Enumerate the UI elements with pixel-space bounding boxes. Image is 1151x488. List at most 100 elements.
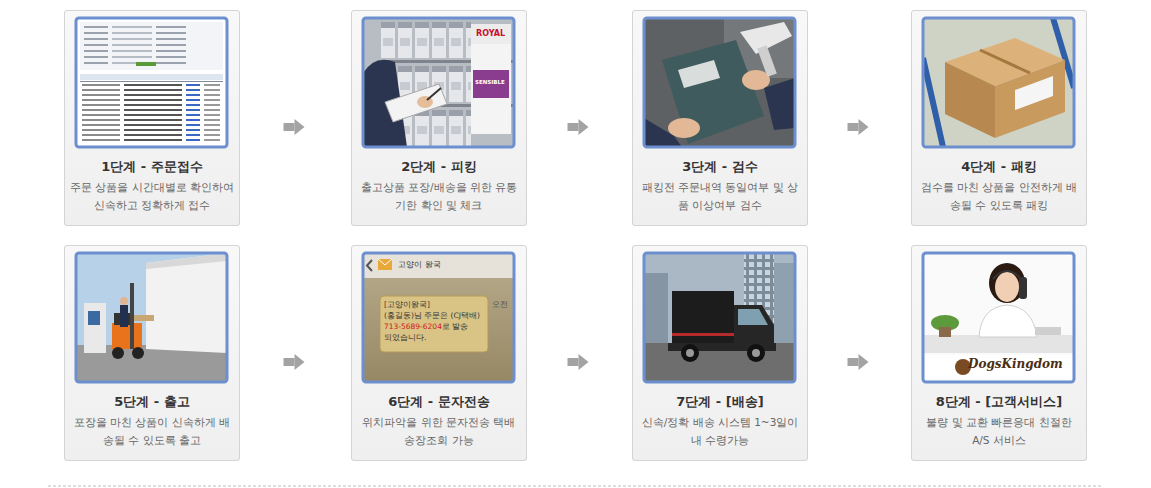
step-description: 위치파악을 위한 문자전송 택배 송장조회 가능 [357,413,521,449]
arrow-shaft [568,123,579,131]
card-fill [351,245,527,461]
service-photo [993,271,1021,279]
step-title: 2단계 - 피킹 [401,157,477,177]
step-description: 불량 및 교환 빠른응대 친절한 A/S 서비스 [917,413,1081,449]
dashed-divider [48,486,1103,487]
step-title: 7단계 - [배송] [676,392,763,412]
flow-arrow [527,119,632,135]
order-screen-photo [80,84,223,144]
packing-photo [980,50,1030,73]
step-title: 6단계 - 문자전송 [388,392,490,412]
flow-arrow [240,354,351,370]
order-screen-photo [80,24,223,68]
inspection-photo [764,78,795,130]
photo-frame [923,18,1074,147]
arrow-shaft [284,123,295,131]
step-description: 출고상품 포장/배송을 위한 유통기한 확인 및 체크 [357,178,521,214]
photo-frame [923,253,1074,382]
card-fill [632,245,808,461]
image-text: [고양이왕국] [384,300,430,310]
inspection-photo [678,60,720,88]
delivery-photo [774,263,795,343]
photo-frame [76,18,1074,382]
photo-frame [76,18,227,147]
inspection-photo [668,118,700,138]
packing-photo [923,18,1074,147]
picking-photo [427,88,441,100]
photo-frame [644,18,795,147]
arrow-head [295,119,305,135]
step-card: 7단계 - [배송]신속/정확 배송 시스템 1~3일이내 수령가능 [632,245,808,461]
image-text: DogsKingdom [968,357,1063,371]
message-photo [367,260,372,271]
arrow-shaft [848,358,859,366]
image-text: (홍길동)님 주문은 (CJ택배) [384,311,480,321]
card-fill [64,10,1087,461]
step-title: 5단계 - 출고 [114,392,190,412]
delivery-photo [672,333,734,336]
inspection-photo [662,40,764,144]
shipping-photo [146,253,227,353]
arrow-shaft [284,358,295,366]
shipping-photo [112,347,124,359]
message-photo [363,253,514,278]
arrow-head [859,119,869,135]
shipping-photo [120,297,128,305]
image-text: 로 발송 [442,322,468,332]
image-text: 고양이 왕국 [398,260,441,270]
arrow-head [295,354,305,370]
picking-photo [385,84,447,122]
inspection-photo [757,45,777,77]
packing-photo [923,58,943,147]
shipping-photo [120,305,128,327]
card-fill [351,10,527,226]
arrow-head [579,119,589,135]
card-fill [64,10,240,226]
order-screen-photo [80,74,223,80]
shipping-photo [76,253,227,382]
flow-arrow [527,354,632,370]
image-text: 되었습니다. [384,333,426,343]
message-photo [378,259,392,270]
inspection-photo [644,118,682,147]
picking-photo [473,70,509,98]
packing-photo [923,18,1074,147]
shipping-photo [88,311,100,325]
delivery-photo [644,253,795,382]
image-text: SENSIBLE [475,77,505,87]
photo-frame [76,253,227,382]
card-fill [911,10,1087,226]
service-photo [939,327,951,337]
flow-arrow [240,119,351,135]
arrow-head [859,354,869,370]
step-card: 3단계 - 검수패킹전 주문내역 동일여부 및 상품 이상여부 검수 [632,10,808,226]
step-description: 신속/정확 배송 시스템 1~3일이내 수령가능 [638,413,802,449]
image-text: ROYAL [476,29,505,39]
service-photo [923,335,1074,353]
flow-arrow [808,119,911,135]
picking-photo [471,24,511,44]
shipping-photo [134,315,154,321]
shipping-photo [130,283,134,349]
step-card: 8단계 - [고객서비스]불량 및 교환 빠른응대 친절한 A/S 서비스 [911,245,1087,461]
step-title: 3단계 - 검수 [682,157,758,177]
photo-frame [363,253,514,382]
delivery-photo [644,253,795,382]
delivery-photo [738,309,768,325]
image-text: 713-5689-6204 [384,322,442,332]
card-fill [64,245,240,461]
packing-photo [1015,76,1053,110]
order-screen-photo [136,62,156,66]
delivery-photo [644,343,795,382]
message-photo [378,259,392,265]
card-fill [911,245,1087,461]
message-photo [363,253,514,382]
service-photo [923,355,1074,379]
step-description: 패킹전 주문내역 동일여부 및 상품 이상여부 검수 [638,178,802,214]
service-photo [1019,277,1027,299]
service-photo [1035,327,1061,335]
step-card: 6단계 - 문자전송위치파악을 위한 문자전송 택배 송장조회 가능 [351,245,527,461]
delivery-photo [752,349,760,357]
